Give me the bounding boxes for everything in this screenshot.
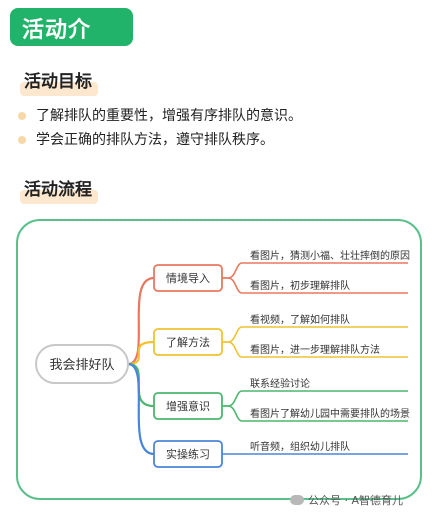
branch-connector (127, 362, 155, 408)
title-badge-text: 活动介绍： (22, 18, 92, 75)
watermark-text: 公众号 · A智德育儿 (308, 494, 404, 507)
branch-label: 了解方法 (166, 335, 210, 349)
process-heading-highlight (20, 190, 98, 204)
leaf-label: 看视频，了解如何排队 (250, 313, 350, 326)
goal-item-text: 了解排队的重要性，增强有序排队的意识。 (36, 108, 302, 124)
watermark: 公众号 · A智德育儿 (290, 492, 403, 508)
process-heading: 活动流程 (20, 176, 98, 204)
branch-connector (127, 340, 155, 366)
leaf-label: 听音频，组织幼儿排队 (250, 440, 350, 453)
goal-item: 学会正确的排队方法，遵守排队秩序。 (18, 128, 302, 152)
leaf-connector (222, 326, 243, 343)
goals-heading-highlight (20, 82, 98, 96)
mind-map: 情境导入 看图片，猜测小福、壮壮摔倒的原因看图片，初步理解排队了解方法 看视频，了解… (16, 219, 422, 500)
process-heading-text: 活动流程 (24, 180, 92, 200)
branch-connector (127, 276, 155, 366)
branch-label: 情境导入 (166, 271, 210, 285)
bullet-dot-icon (18, 136, 26, 144)
goal-item-text: 学会正确的排队方法，遵守排队秩序。 (36, 132, 274, 148)
root-label: 我会排好队 (49, 358, 114, 373)
branch-label: 实操练习 (166, 447, 210, 461)
branch-connector (127, 362, 155, 456)
branch-label: 增强意识 (166, 399, 210, 413)
leaf-label: 看图片，初步理解排队 (250, 279, 350, 292)
bullet-dot-icon (18, 112, 26, 120)
leaf-connector (222, 262, 243, 279)
leaf-label: 看图片了解幼儿园中需要排队的场景 (250, 407, 410, 420)
leaf-label: 看图片，猜测小福、壮壮摔倒的原因 (250, 249, 410, 262)
root-node (35, 344, 129, 384)
title-badge: 活动介绍： (10, 8, 133, 75)
goals-heading: 活动目标 (20, 68, 98, 96)
leaf-connector (222, 341, 243, 358)
leaf-connector (222, 405, 243, 422)
leaf-connector (222, 277, 243, 294)
leaf-label: 看图片，进一步理解排队方法 (250, 343, 380, 356)
wechat-icon (290, 495, 304, 505)
leaf-label: 联系经验讨论 (250, 377, 310, 390)
goals-list: 了解排队的重要性，增强有序排队的意识。 学会正确的排队方法，遵守排队秩序。 (18, 104, 302, 152)
leaf-connector (222, 390, 243, 407)
goal-item: 了解排队的重要性，增强有序排队的意识。 (18, 104, 302, 128)
goals-heading-text: 活动目标 (24, 72, 92, 92)
